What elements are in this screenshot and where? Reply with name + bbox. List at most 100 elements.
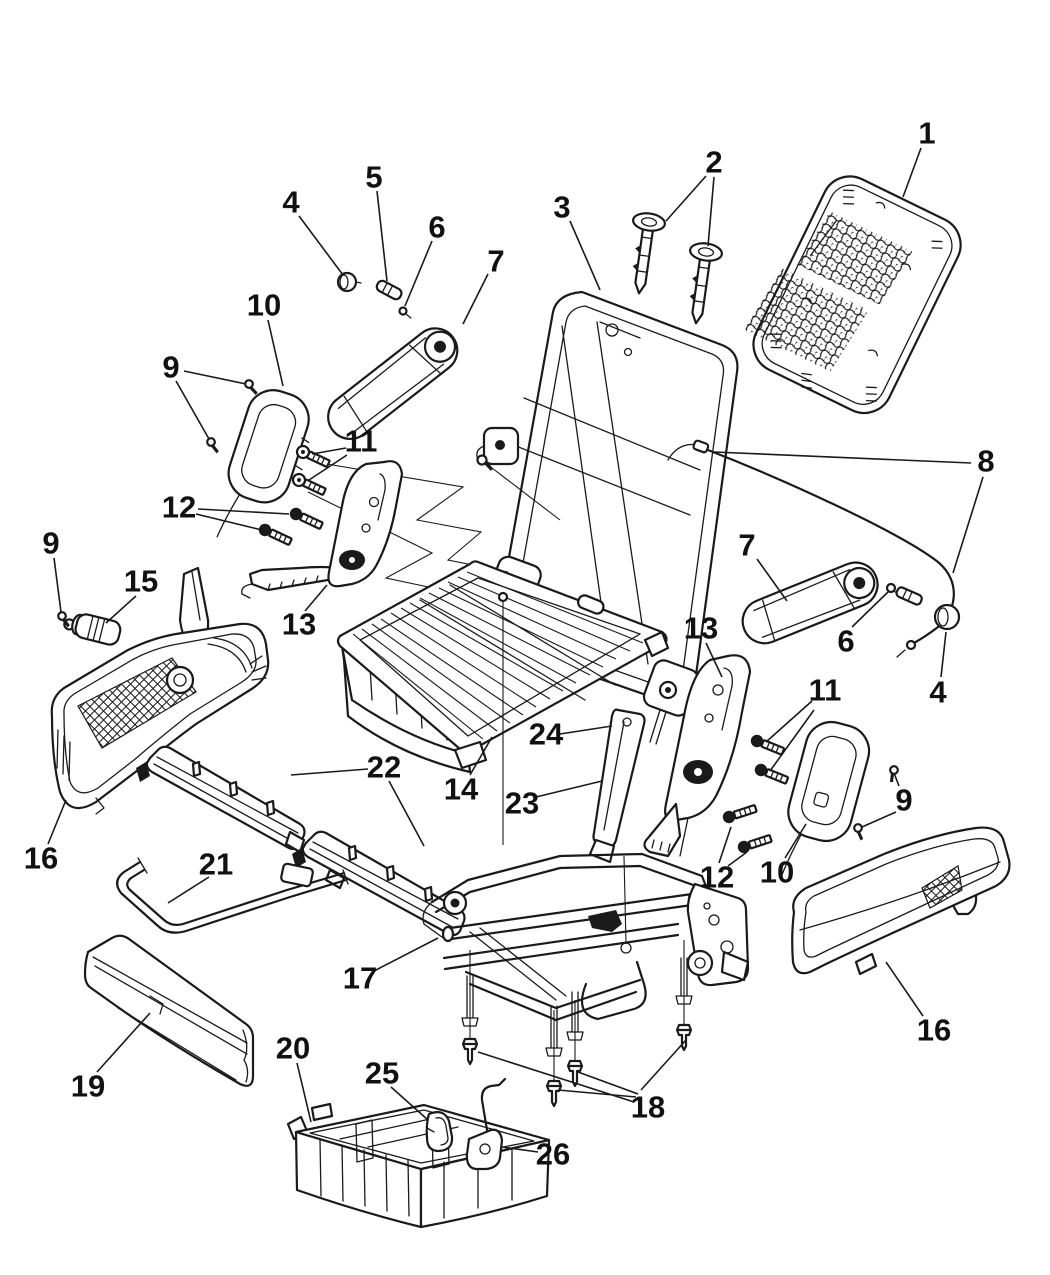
callout-4-3: 4	[282, 185, 300, 220]
callout-6-5: 6	[428, 210, 445, 245]
leader-line-18	[640, 1039, 687, 1091]
part-adjuster-knob	[63, 613, 122, 646]
leader-line-11	[765, 700, 813, 743]
leader-line-9	[861, 811, 897, 828]
callout-11-10: 11	[345, 424, 378, 459]
leader-line-1	[902, 147, 922, 198]
part-headrest-guide-left	[632, 212, 666, 295]
part-strut	[588, 708, 646, 864]
leader-line-16	[47, 799, 67, 845]
leader-line-25	[390, 1086, 429, 1121]
bolt-18d	[675, 1023, 693, 1052]
callout-13-12: 13	[282, 607, 316, 642]
leader-line-20	[296, 1062, 312, 1123]
leader-line-11	[308, 454, 348, 481]
part-recliner-bracket-right	[643, 654, 752, 858]
bolt-12b-right	[737, 834, 773, 854]
callout-6-14: 6	[837, 624, 854, 659]
leader-line-13	[705, 642, 723, 678]
callout-10-9: 10	[247, 288, 281, 323]
callout-26-34: 26	[536, 1137, 570, 1172]
part-storage-tray	[286, 1102, 551, 1229]
part-tube-loop	[116, 857, 349, 934]
leader-line-16	[885, 961, 924, 1017]
callout-8-7: 8	[977, 444, 994, 479]
leader-line-5	[376, 190, 388, 282]
leader-line-9	[893, 772, 900, 787]
callout-9-18: 9	[895, 783, 912, 818]
leader-line-4	[940, 631, 947, 678]
callout-21-25: 21	[199, 847, 233, 882]
bolt-11b-left	[291, 472, 327, 496]
callout-12-11: 12	[162, 490, 196, 525]
callout-1-0: 1	[918, 116, 935, 151]
leader-line-12	[727, 851, 748, 867]
leader-line-9	[183, 370, 247, 385]
leader-line-10	[267, 319, 284, 387]
leader-line-22	[388, 780, 425, 847]
part-latch-hook	[465, 1077, 507, 1171]
frame-mount-screw	[476, 454, 494, 471]
callout-10-20: 10	[760, 855, 794, 890]
leader-line-17	[373, 937, 439, 972]
leader-line-10	[784, 823, 807, 859]
callout-20-32: 20	[276, 1031, 310, 1066]
callout-24-28: 24	[529, 717, 564, 752]
bolt-12a-right	[722, 804, 758, 824]
leader-line-12	[718, 826, 732, 864]
leader-line-11	[311, 447, 347, 455]
callout-9-22: 9	[42, 526, 59, 561]
leader-line-2	[707, 176, 715, 247]
part-armrest-cap-left	[336, 271, 362, 293]
part-cushion-pan	[336, 560, 670, 845]
leader-line-12	[197, 508, 290, 515]
leader-line-11	[769, 709, 815, 772]
callout-16-21: 16	[917, 1013, 951, 1048]
callout-3-2: 3	[553, 190, 570, 225]
callout-23-29: 23	[505, 786, 539, 821]
bolt-18b	[545, 1079, 563, 1108]
leader-line-19	[96, 1012, 151, 1073]
leader-line-8	[713, 451, 972, 464]
callout-25-33: 25	[365, 1056, 399, 1091]
leader-line-7	[756, 558, 788, 602]
part-armrest-right	[741, 561, 879, 645]
leader-line-22	[290, 768, 369, 776]
part-headrest-guide-right	[689, 242, 723, 325]
leader-line-3	[569, 220, 601, 291]
callout-5-4: 5	[365, 160, 382, 195]
part-armrest-left	[327, 327, 459, 441]
leader-line-18	[477, 1051, 635, 1103]
bolt-12b-left	[258, 523, 293, 546]
part-armrest-cap-right	[933, 603, 961, 631]
leader-line-12	[195, 513, 263, 531]
part-seat-back-panel	[744, 175, 962, 415]
bolt-18a	[461, 1037, 479, 1066]
part-track-upper	[136, 745, 306, 854]
part-shield-right	[791, 826, 1011, 976]
callout-7-13: 7	[738, 528, 755, 563]
bolt-11a-right	[750, 734, 786, 756]
leader-line-18	[557, 1089, 637, 1098]
leader-line-18	[577, 1071, 639, 1095]
callout-7-6: 7	[487, 244, 504, 279]
screw-9b-left	[206, 437, 219, 454]
part-trim-panel	[83, 934, 255, 1087]
callout-15-23: 15	[124, 564, 158, 599]
leader-line-15	[105, 595, 137, 624]
part-release-cable	[667, 439, 955, 658]
leader-line-2	[665, 175, 707, 222]
part-armrest-pin-left	[375, 279, 403, 301]
leader-line-14	[469, 736, 493, 776]
callout-13-16: 13	[684, 611, 718, 646]
leader-line-4	[298, 215, 344, 276]
part-riser-assembly	[422, 852, 750, 1082]
callout-14-27: 14	[444, 772, 479, 807]
callout-9-8: 9	[162, 350, 179, 385]
bolt-11a-left	[295, 444, 331, 468]
leader-line-6	[404, 240, 433, 307]
part-armrest-screw-left	[398, 306, 412, 319]
